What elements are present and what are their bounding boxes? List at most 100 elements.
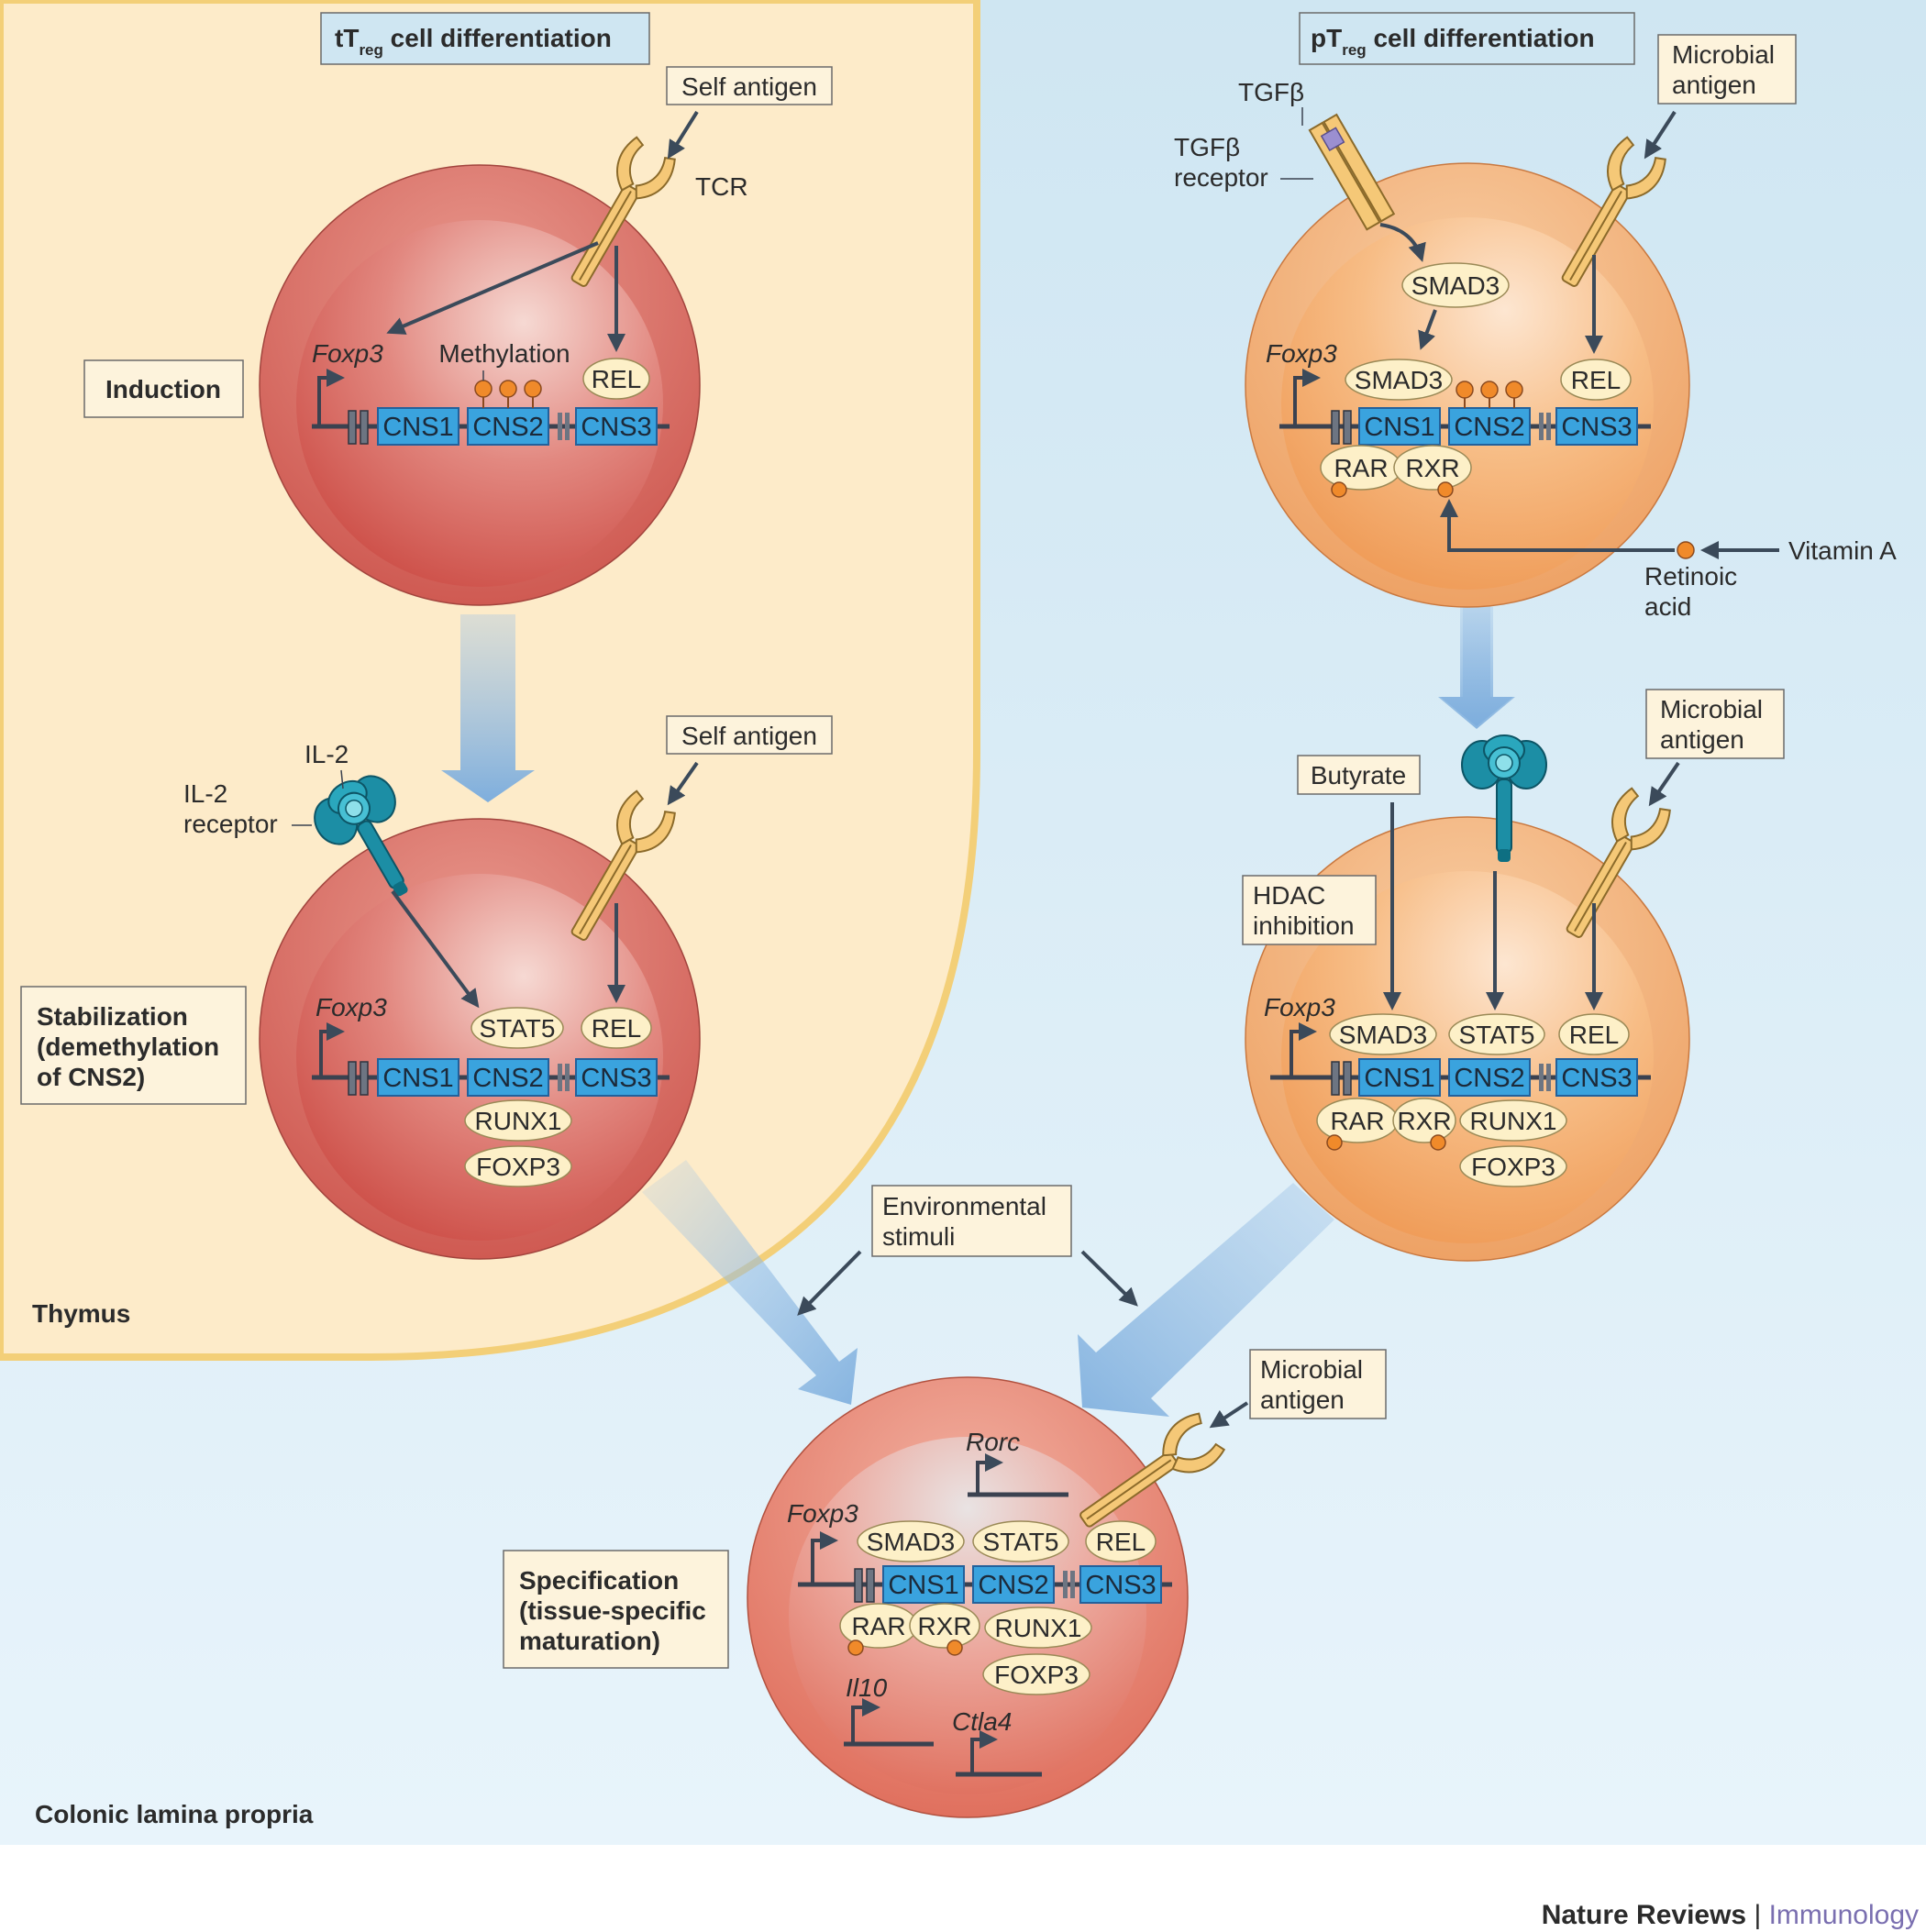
svg-text:Foxp3: Foxp3 xyxy=(787,1499,858,1528)
svg-text:acid: acid xyxy=(1644,592,1691,621)
svg-text:RUNX1: RUNX1 xyxy=(995,1614,1082,1642)
stat5-factor xyxy=(470,1007,564,1049)
svg-text:RXR: RXR xyxy=(1405,454,1459,482)
rxr-factor xyxy=(1392,1098,1456,1143)
specification-genes: Rorc Foxp3 CNS1 CNS2 CNS3 SMAD3 STAT5 RE… xyxy=(787,1428,1172,1777)
svg-text:REL: REL xyxy=(592,1014,641,1043)
self-antigen-box: Self antigen xyxy=(666,715,833,755)
stat5-factor xyxy=(972,1520,1069,1562)
svg-text:STAT5: STAT5 xyxy=(983,1528,1059,1556)
runx1-factor xyxy=(1459,1099,1567,1142)
rel-factor xyxy=(581,1007,652,1049)
microbial-antigen-box: Microbial antigen xyxy=(1657,34,1797,105)
svg-text:pTreg cell differentiation: pTreg cell differentiation xyxy=(1311,24,1595,59)
svg-text:FOXP3: FOXP3 xyxy=(476,1153,560,1181)
svg-text:CNS2: CNS2 xyxy=(1454,413,1524,442)
rorc-gene-label: Rorc xyxy=(966,1428,1020,1456)
ttreg-stabilization-gene: CNS1 CNS2 CNS3 Foxp3 STAT5 REL RUNX1 FOX… xyxy=(312,993,670,1187)
svg-text:REL: REL xyxy=(1096,1528,1146,1556)
svg-text:SMAD3: SMAD3 xyxy=(1339,1021,1427,1049)
cns3-box xyxy=(575,407,658,446)
rel-factor xyxy=(1560,359,1632,401)
colonic-lamina-propria-label: Colonic lamina propria xyxy=(35,1800,314,1828)
svg-text:antigen: antigen xyxy=(1672,71,1756,99)
svg-text:Self antigen: Self antigen xyxy=(681,722,817,750)
tgfb-receptor-icon xyxy=(1308,113,1396,231)
svg-text:of CNS2): of CNS2) xyxy=(37,1063,145,1091)
svg-text:CNS3: CNS3 xyxy=(581,1064,651,1093)
svg-text:RXR: RXR xyxy=(917,1612,971,1640)
rxr-factor xyxy=(1393,445,1472,491)
rel-factor xyxy=(1558,1013,1630,1055)
ttreg-title-box: tTreg cell differentiation xyxy=(320,12,650,65)
svg-text:REL: REL xyxy=(592,365,641,393)
svg-text:STAT5: STAT5 xyxy=(480,1014,556,1043)
cns2-label: CNS2 xyxy=(472,413,543,442)
foxp3-factor xyxy=(1459,1145,1567,1187)
cns1-box xyxy=(377,407,459,446)
svg-text:Microbial: Microbial xyxy=(1260,1355,1363,1384)
svg-text:Microbial: Microbial xyxy=(1660,695,1763,723)
specification-stage-box: Specification (tissue-specific maturatio… xyxy=(503,1550,729,1669)
microbial-antigen-arrow xyxy=(1648,761,1680,807)
il2-receptor-label: IL-2 xyxy=(183,779,227,808)
methylation-marks xyxy=(474,380,542,408)
svg-text:Foxp3: Foxp3 xyxy=(1264,993,1335,1021)
ptreg-stabilization-gene: CNS1 CNS2 CNS3 Foxp3 SMAD3 STAT5 REL RAR… xyxy=(1264,993,1651,1187)
svg-text:CNS3: CNS3 xyxy=(1561,1064,1632,1093)
svg-text:RAR: RAR xyxy=(1334,454,1388,482)
hdac-inhibition-box: HDAC inhibition xyxy=(1242,875,1377,945)
svg-text:antigen: antigen xyxy=(1660,725,1744,754)
svg-text:RXR: RXR xyxy=(1397,1107,1451,1135)
thymus-label: Thymus xyxy=(32,1299,130,1328)
svg-text:CNS1: CNS1 xyxy=(1364,1064,1434,1093)
il10-gene-label: Il10 xyxy=(846,1673,888,1702)
stat5-factor xyxy=(1448,1013,1545,1055)
rel-factor xyxy=(582,358,650,400)
svg-text:CNS3: CNS3 xyxy=(1561,413,1632,442)
smad3-translocation-arrow xyxy=(1418,309,1437,350)
ptreg-to-specification-arrow xyxy=(1078,1183,1334,1417)
svg-text:Specification: Specification xyxy=(519,1566,679,1595)
svg-text:STAT5: STAT5 xyxy=(1459,1021,1535,1049)
environmental-stimuli-left-arrow xyxy=(797,1250,862,1316)
svg-text:Environmental: Environmental xyxy=(882,1192,1046,1220)
stabilization-stage-box: Stabilization (demethylation of CNS2) xyxy=(20,986,247,1105)
cns2-box xyxy=(467,407,549,446)
tgfbr-to-smad3-arrow xyxy=(1379,223,1426,262)
svg-text:RUNX1: RUNX1 xyxy=(1470,1107,1557,1135)
svg-text:inhibition: inhibition xyxy=(1253,911,1355,940)
foxp3-gene-label: Foxp3 xyxy=(312,339,383,368)
runx1-factor xyxy=(984,1606,1092,1649)
cns3-label: CNS3 xyxy=(581,413,651,442)
svg-text:FOXP3: FOXP3 xyxy=(1471,1153,1555,1181)
svg-text:HDAC: HDAC xyxy=(1253,881,1325,910)
tgfb-receptor-label: TGFβ xyxy=(1174,133,1240,161)
svg-text:REL: REL xyxy=(1571,366,1621,394)
svg-text:Self antigen: Self antigen xyxy=(681,72,817,101)
smad3-factor xyxy=(1345,359,1453,401)
tcr-to-foxp3-arrow xyxy=(386,241,599,335)
retinoic-acid-to-rxr-arrow xyxy=(1440,499,1675,552)
self-antigen-box: Self antigen xyxy=(666,66,833,105)
smad3-factor xyxy=(1401,262,1510,308)
microbial-antigen-arrow xyxy=(1209,1401,1249,1429)
smad3-factor xyxy=(1329,1013,1437,1055)
svg-text:Induction: Induction xyxy=(105,375,221,403)
svg-text:Stabilization: Stabilization xyxy=(37,1002,188,1031)
ptreg-induction-gene: CNS1 CNS2 CNS3 Foxp3 SMAD3 REL RAR RXR xyxy=(1266,339,1651,498)
svg-text:antigen: antigen xyxy=(1260,1386,1345,1414)
retinoic-acid-molecule-icon xyxy=(1677,541,1695,559)
svg-text:FOXP3: FOXP3 xyxy=(994,1661,1079,1689)
foxp3-factor xyxy=(464,1145,572,1187)
svg-text:CNS1: CNS1 xyxy=(888,1571,958,1600)
svg-text:CNS1: CNS1 xyxy=(382,1064,453,1093)
il2r-to-stat5-arrow xyxy=(391,889,480,1009)
svg-text:CNS2: CNS2 xyxy=(472,1064,543,1093)
svg-text:stimuli: stimuli xyxy=(882,1222,955,1251)
environmental-stimuli-right-arrow xyxy=(1080,1250,1138,1307)
foxp3-factor xyxy=(982,1653,1090,1695)
environmental-stimuli-box: Environmental stimuli xyxy=(871,1185,1072,1257)
svg-text:Foxp3: Foxp3 xyxy=(1266,339,1337,368)
